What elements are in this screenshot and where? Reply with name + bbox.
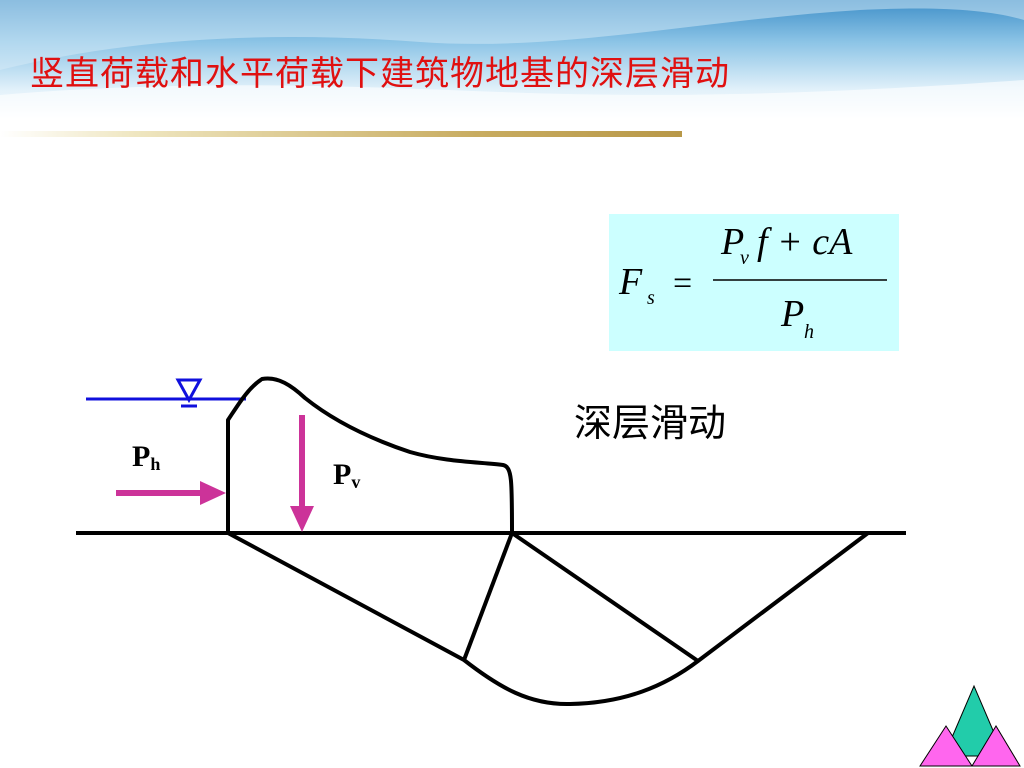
- structure-body: [226, 376, 514, 534]
- formula-equals: =: [673, 265, 692, 302]
- slip-wedge-line-right: [510, 531, 700, 663]
- formula-fs-symbol: F: [618, 261, 643, 303]
- slide-title: 竖直荷载和水平荷载下建筑物地基的深层滑动: [30, 54, 730, 94]
- safety-factor-formula: F s = P v f + cA P h: [618, 221, 887, 343]
- vertical-load-label: Pv: [333, 458, 360, 493]
- formula-fs-subscript: s: [647, 287, 655, 309]
- slip-wedge-line-left: [462, 532, 514, 661]
- horizontal-load-label-sub: h: [150, 454, 161, 474]
- horizontal-load-label: Ph: [132, 440, 160, 475]
- decorative-triangles-logo: [919, 684, 1021, 767]
- horizontal-load-label-main: P: [132, 440, 151, 473]
- formula-denominator-p-subscript: h: [804, 321, 814, 343]
- formula-numerator-p: P: [720, 221, 744, 263]
- formula-box: F s = P v f + cA P h: [609, 214, 899, 351]
- horizontal-load-arrow-head: [200, 481, 226, 505]
- vertical-load-label-sub: v: [351, 472, 361, 492]
- vertical-load-arrow-head: [290, 506, 314, 532]
- formula-numerator-rest: f + cA: [757, 221, 853, 263]
- vertical-load-label-main: P: [333, 458, 352, 491]
- water-level-icon: [175, 378, 203, 404]
- formula-numerator-p-subscript: v: [740, 247, 749, 269]
- formula-denominator-p: P: [780, 293, 804, 335]
- deep-slip-surface: [227, 531, 870, 707]
- title-underline: [0, 131, 682, 137]
- deep-slide-label: 深层滑动: [574, 401, 727, 445]
